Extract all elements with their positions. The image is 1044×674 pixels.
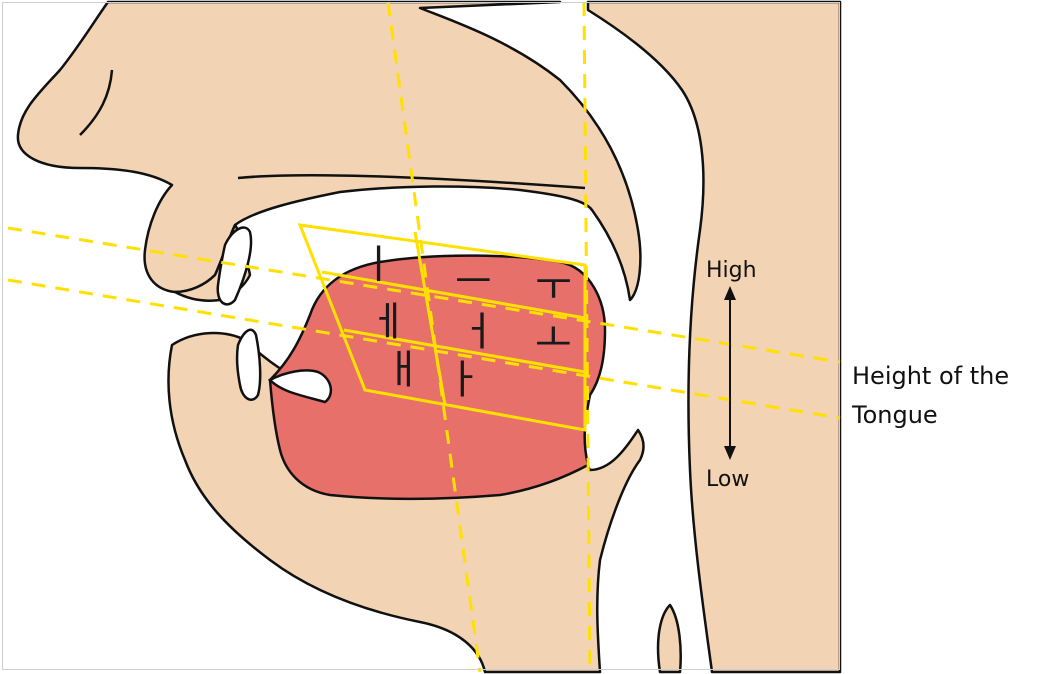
vowel-ae: ㅐ xyxy=(385,347,422,393)
lower-incisor xyxy=(237,330,260,400)
scale-low-label: Low xyxy=(706,467,749,492)
caption-line-2: Tongue xyxy=(851,401,938,429)
scale-high-label: High xyxy=(706,258,757,283)
epiglottis xyxy=(658,605,681,672)
vowel-a: ㅏ xyxy=(445,357,482,403)
caption-line-1: Height of the xyxy=(852,362,1009,390)
vowel-i: ㅣ xyxy=(360,242,397,288)
vowel-u: ㅜ xyxy=(535,264,572,310)
pharynx-wall xyxy=(588,2,840,672)
vowel-o: ㅗ xyxy=(535,316,572,362)
vowel-e: ㅔ xyxy=(370,299,407,345)
nose-and-palate xyxy=(18,2,640,300)
vowel-eu: ㅡ xyxy=(455,259,492,305)
vowel-eo: ㅓ xyxy=(460,309,497,355)
